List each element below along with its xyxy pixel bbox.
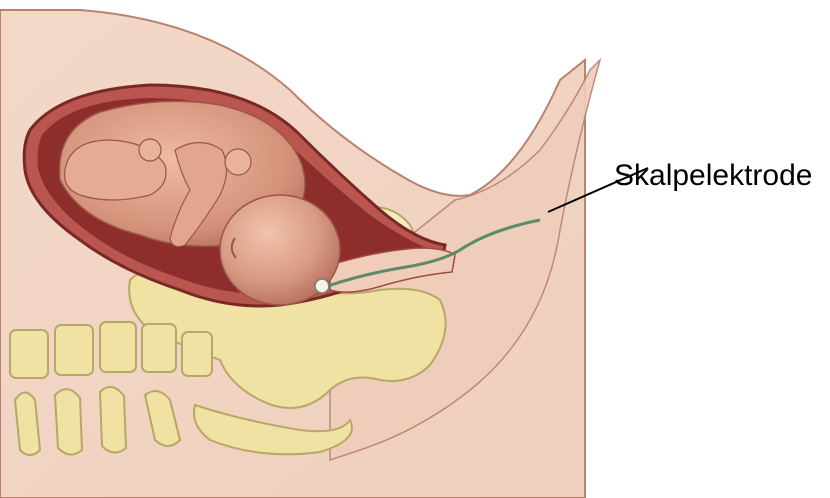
electrode-tip — [315, 279, 329, 293]
electrode-callout: Skalpelektrode — [548, 159, 812, 212]
fetus-foot — [139, 139, 161, 161]
fetus-hand — [225, 149, 251, 175]
electrode-label: Skalpelektrode — [614, 159, 812, 192]
